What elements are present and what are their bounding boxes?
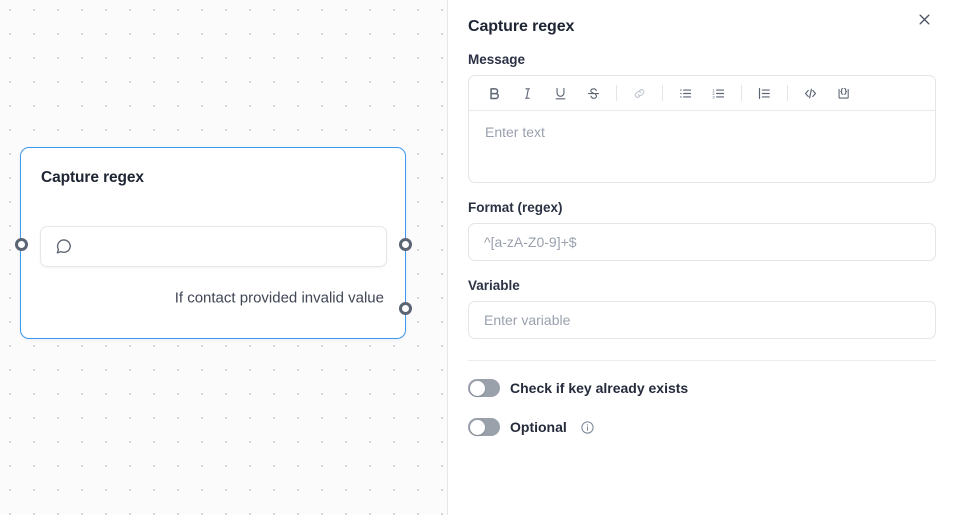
toggle-row-optional: Optional: [468, 418, 936, 436]
underline-icon[interactable]: [548, 81, 573, 106]
toggle-knob: [469, 419, 485, 435]
optional-label: Optional: [510, 419, 567, 435]
speech-bubble-icon: [54, 237, 73, 256]
italic-icon[interactable]: [515, 81, 540, 106]
toolbar-separator: [662, 85, 663, 101]
close-icon[interactable]: [911, 6, 937, 32]
message-field-group: Message: [468, 52, 936, 183]
code-icon[interactable]: [798, 81, 823, 106]
variable-label: Variable: [468, 278, 520, 293]
toolbar-separator: [787, 85, 788, 101]
numbered-list-icon[interactable]: 1 2 3: [706, 81, 731, 106]
bulleted-list-icon[interactable]: [673, 81, 698, 106]
optional-toggle[interactable]: [468, 418, 500, 436]
node-handle-input[interactable]: [14, 238, 28, 251]
node-handle-output-main[interactable]: [398, 238, 412, 251]
panel-header: Capture regex: [468, 0, 936, 52]
panel-title: Capture regex: [468, 18, 575, 35]
toolbar-separator: [741, 85, 742, 101]
node-branch-label: If contact provided invalid value: [174, 289, 384, 307]
flow-canvas[interactable]: Capture regex If contact provided invali…: [0, 0, 448, 515]
canvas-panel-divider: [447, 0, 448, 515]
toggle-row-check-if-key-already-exists: Check if key already exists: [468, 379, 936, 397]
check-if-key-already-exists-label: Check if key already exists: [510, 380, 689, 396]
svg-text:2: 2: [712, 90, 715, 95]
check-if-key-already-exists-toggle[interactable]: [468, 379, 500, 397]
paragraph-format-icon[interactable]: [752, 81, 777, 106]
bold-icon[interactable]: [482, 81, 507, 106]
node-message-field[interactable]: [40, 226, 387, 267]
format-label: Format (regex): [468, 200, 563, 215]
strikethrough-icon[interactable]: [581, 81, 606, 106]
link-icon[interactable]: [627, 81, 652, 106]
info-icon[interactable]: [580, 420, 595, 435]
format-field-group: Format (regex): [468, 200, 936, 261]
merge-variable-icon[interactable]: [831, 81, 856, 106]
node-title: Capture regex: [41, 169, 144, 186]
message-label: Message: [468, 52, 526, 67]
svg-text:1: 1: [712, 87, 715, 92]
panel-divider: [468, 360, 936, 361]
message-editor-placeholder[interactable]: Enter text: [485, 124, 545, 140]
node-handle-output-branch[interactable]: [398, 302, 412, 315]
svg-text:3: 3: [712, 94, 715, 99]
variable-input[interactable]: [468, 301, 936, 339]
flow-node-capture-regex[interactable]: Capture regex If contact provided invali…: [20, 147, 406, 339]
format-regex-input[interactable]: [468, 223, 936, 261]
message-rich-text-editor[interactable]: 1 2 3: [468, 75, 936, 183]
node-settings-panel: Capture regex Message: [448, 0, 956, 515]
variable-field-group: Variable: [468, 278, 936, 339]
editor-toolbar: 1 2 3: [469, 76, 935, 111]
toolbar-separator: [616, 85, 617, 101]
toggle-knob: [469, 380, 485, 396]
